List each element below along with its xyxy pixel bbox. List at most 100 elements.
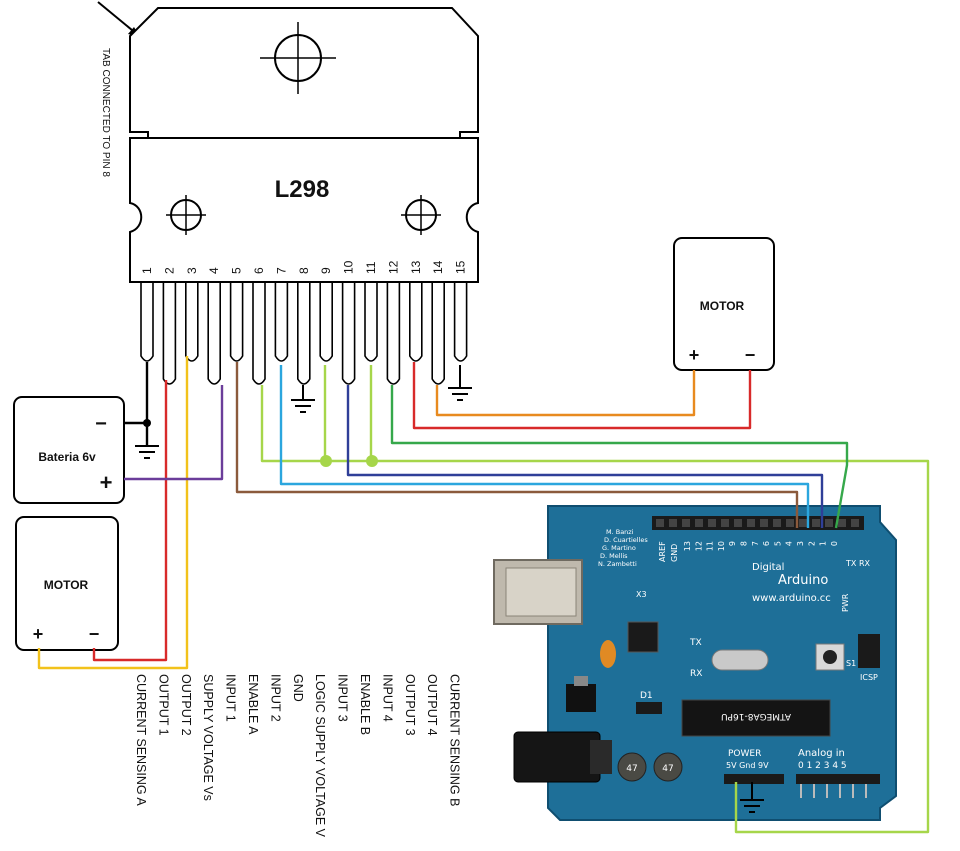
digital-pin-3-label: 3	[796, 541, 805, 546]
power-analog-headers	[724, 774, 880, 798]
pin-15-number: 15	[454, 260, 468, 274]
digital-header-strip	[652, 516, 864, 530]
pin-4-function: SUPPLY VOLTAGE Vs	[201, 674, 215, 801]
pin-11-number: 11	[364, 261, 378, 274]
motor-left-box	[15, 516, 119, 651]
battery-plus: +	[100, 470, 113, 495]
pin-legs	[140, 283, 468, 385]
crystal	[711, 649, 769, 671]
header-socket	[682, 519, 690, 527]
pin-12-number: 12	[386, 260, 400, 274]
pin-9-number: 9	[319, 267, 333, 274]
aref-label: AREF	[658, 541, 667, 562]
pin-14-function: OUTPUT 4	[425, 674, 439, 736]
wire-input4	[390, 385, 849, 529]
power-header-strip	[724, 774, 784, 784]
chip-body	[129, 137, 479, 283]
tab-note: TAB CONNECTED TO PIN 8	[100, 48, 111, 177]
pin-1-number: 1	[140, 267, 154, 274]
rx-pin-label: RX	[859, 559, 871, 568]
wire-output4	[435, 370, 696, 417]
power-label: POWER	[728, 749, 761, 759]
wire-pin1-battery-minus	[124, 362, 149, 425]
pin-7-number: 7	[274, 267, 288, 274]
digital-pin-10-label: 10	[717, 541, 726, 551]
analog-label: Analog in	[798, 748, 845, 759]
wire-output3	[412, 362, 752, 430]
header-socket	[851, 519, 859, 527]
tab-arrow-line	[97, 1, 139, 36]
chip-name: L298	[275, 176, 330, 203]
capacitor-1	[617, 752, 647, 782]
pin-2-number: 2	[162, 267, 176, 274]
pwr-led-label: PWR	[841, 593, 850, 612]
pin-2-function: OUTPUT 1	[156, 674, 170, 736]
credit-line: N. Zambetti	[598, 560, 637, 568]
header-socket	[838, 519, 846, 527]
pin-3-leg	[185, 283, 199, 362]
pin-14-number: 14	[431, 260, 445, 274]
wire-output1	[92, 380, 168, 662]
wire-input3	[346, 385, 824, 528]
pin-6-leg	[252, 283, 266, 385]
battery-minus: −	[95, 413, 107, 435]
header-socket	[656, 519, 664, 527]
pin-5-function: INPUT 1	[224, 674, 238, 722]
x3-label: X3	[636, 590, 647, 599]
battery-box	[13, 396, 125, 504]
credit-line: M. Banzi	[606, 528, 634, 536]
capacitor-1-label: 47	[626, 764, 637, 774]
pin-15-function: CURRENT SENSING B	[448, 674, 462, 806]
pin-1-function: CURRENT SENSING A	[134, 674, 148, 806]
wire-output2	[37, 356, 189, 670]
pin-2-leg	[162, 283, 177, 385]
digital-pin-4-label: 4	[785, 541, 794, 546]
capacitor-2-label: 47	[662, 764, 673, 774]
digital-pin-11-label: 11	[706, 541, 715, 551]
arduino-brand: Arduino	[778, 573, 828, 588]
d1-label: D1	[640, 691, 653, 701]
analog-header-strip	[796, 774, 880, 784]
battery: Bateria 6v − +	[13, 396, 125, 504]
gnd-label: GND	[670, 544, 679, 562]
pin-6-function: ENABLE A	[246, 674, 260, 735]
motor-right-plus: +	[689, 345, 700, 365]
pin-8-number: 8	[297, 267, 311, 274]
digital-label: Digital	[752, 562, 784, 573]
credit-line: D. Cuartielles	[604, 536, 648, 544]
motor-left-minus: −	[89, 624, 100, 644]
pin-1-leg	[140, 283, 154, 362]
motor-right-label: MOTOR	[700, 299, 745, 313]
motor-left-label: MOTOR	[44, 578, 89, 592]
heatsink-tab	[129, 7, 479, 139]
digital-pin-8-label: 8	[740, 541, 749, 546]
digital-pin-2-label: 2	[807, 541, 816, 546]
header-socket	[734, 519, 742, 527]
digital-pin-9-label: 9	[728, 541, 737, 546]
digital-pin-7-label: 7	[751, 541, 760, 546]
pin-function-labels: CURRENT SENSING A OUTPUT 1 OUTPUT 2 SUPPLY …	[134, 674, 462, 838]
pin-8-leg	[297, 283, 311, 385]
diode-d1	[636, 702, 662, 714]
analog-pins-label: 0 1 2 3 4 5	[798, 761, 847, 771]
motor-right-minus: −	[745, 345, 756, 365]
usb-chip	[627, 621, 659, 653]
pin-3-function: OUTPUT 2	[179, 674, 193, 736]
pin-8-function: GND	[291, 674, 305, 702]
ground-pin15-icon	[448, 365, 472, 401]
header-socket	[812, 519, 820, 527]
dc-power-jack	[513, 731, 601, 783]
tx-pin-label: TX	[845, 559, 857, 568]
pin-10-function: INPUT 3	[336, 674, 350, 722]
header-socket	[721, 519, 729, 527]
atmega-chip-label: ATMEGA8-16PU	[721, 711, 791, 721]
motor-left: MOTOR + −	[15, 516, 119, 651]
header-socket	[773, 519, 781, 527]
pin-10-leg	[341, 283, 356, 385]
pin-6-number: 6	[252, 267, 266, 274]
